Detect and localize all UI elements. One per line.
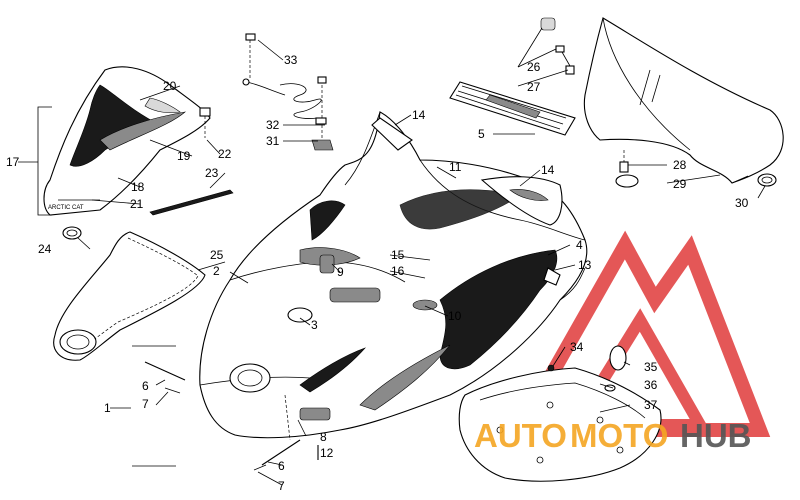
callout-30: 30: [735, 196, 749, 210]
callout-25: 25: [210, 248, 224, 262]
watermark-text: AUTO MOTO HUB: [474, 417, 752, 454]
callout-6b: 6: [278, 459, 285, 473]
callout-27: 27: [527, 80, 541, 94]
callout-12: 12: [320, 446, 334, 460]
callout-3: 3: [311, 318, 318, 332]
callout-22: 22: [218, 147, 232, 161]
callout-26: 26: [527, 60, 541, 74]
decal-14a: [371, 117, 413, 151]
callout-28: 28: [673, 158, 687, 172]
watermark-moto: MOTO: [570, 417, 668, 454]
callout-6a: 6: [142, 379, 149, 393]
callout-15: 15: [391, 248, 405, 262]
callout-31: 31: [266, 134, 280, 148]
hood-decal-5: [449, 81, 576, 136]
callout-35: 35: [644, 360, 658, 374]
callout-10: 10: [448, 309, 462, 323]
watermark-hub: HUB: [680, 417, 752, 454]
callout-37: 37: [644, 398, 658, 412]
callout-18: 18: [131, 180, 145, 194]
callout-34: 34: [570, 340, 584, 354]
hood-spring-assembly: [242, 33, 334, 151]
callout-20: 20: [163, 79, 177, 93]
callout-7a: 7: [142, 397, 149, 411]
callout-4: 4: [576, 238, 583, 252]
callout-32: 32: [266, 118, 280, 132]
group-brackets: [18, 106, 176, 467]
watermark-auto: AUTO: [474, 417, 567, 454]
windshield-screw: [615, 150, 639, 188]
grommet-30: [757, 173, 777, 187]
grommet-24: [62, 226, 82, 240]
callout-14b: 14: [541, 163, 555, 177]
callout-7b: 7: [278, 479, 285, 493]
callout-19: 19: [177, 149, 191, 163]
decal-14b: [480, 176, 563, 226]
callout-21: 21: [130, 197, 144, 211]
callout-13: 13: [578, 258, 592, 272]
callout-11: 11: [449, 160, 462, 174]
windshield: [583, 17, 784, 184]
callout-33: 33: [284, 53, 298, 67]
callout-29: 29: [673, 177, 687, 191]
callout-17: 17: [6, 155, 20, 169]
callout-23: 23: [205, 166, 219, 180]
callout-9: 9: [337, 265, 344, 279]
callout-labels: 1 2 3 4 5 6 7 6 7 8 9 10 11 12 13 14 14 …: [6, 53, 749, 493]
callout-16: 16: [391, 264, 405, 278]
callout-36: 36: [644, 378, 658, 392]
callout-2: 2: [213, 264, 220, 278]
callout-24: 24: [38, 242, 52, 256]
hood-liner-25: [53, 231, 206, 361]
callout-14a: 14: [412, 108, 426, 122]
leader-lines: [77, 27, 766, 486]
windshield-fasteners: [540, 17, 575, 75]
callout-8: 8: [320, 430, 327, 444]
main-hood: [199, 111, 588, 439]
panel-decal-text: ARCTIC CAT: [48, 205, 84, 211]
callout-1: 1: [104, 401, 111, 415]
callout-5: 5: [478, 127, 485, 141]
side-panel-assembly: ARCTIC CAT: [43, 66, 234, 216]
hood-pins: [144, 361, 319, 471]
